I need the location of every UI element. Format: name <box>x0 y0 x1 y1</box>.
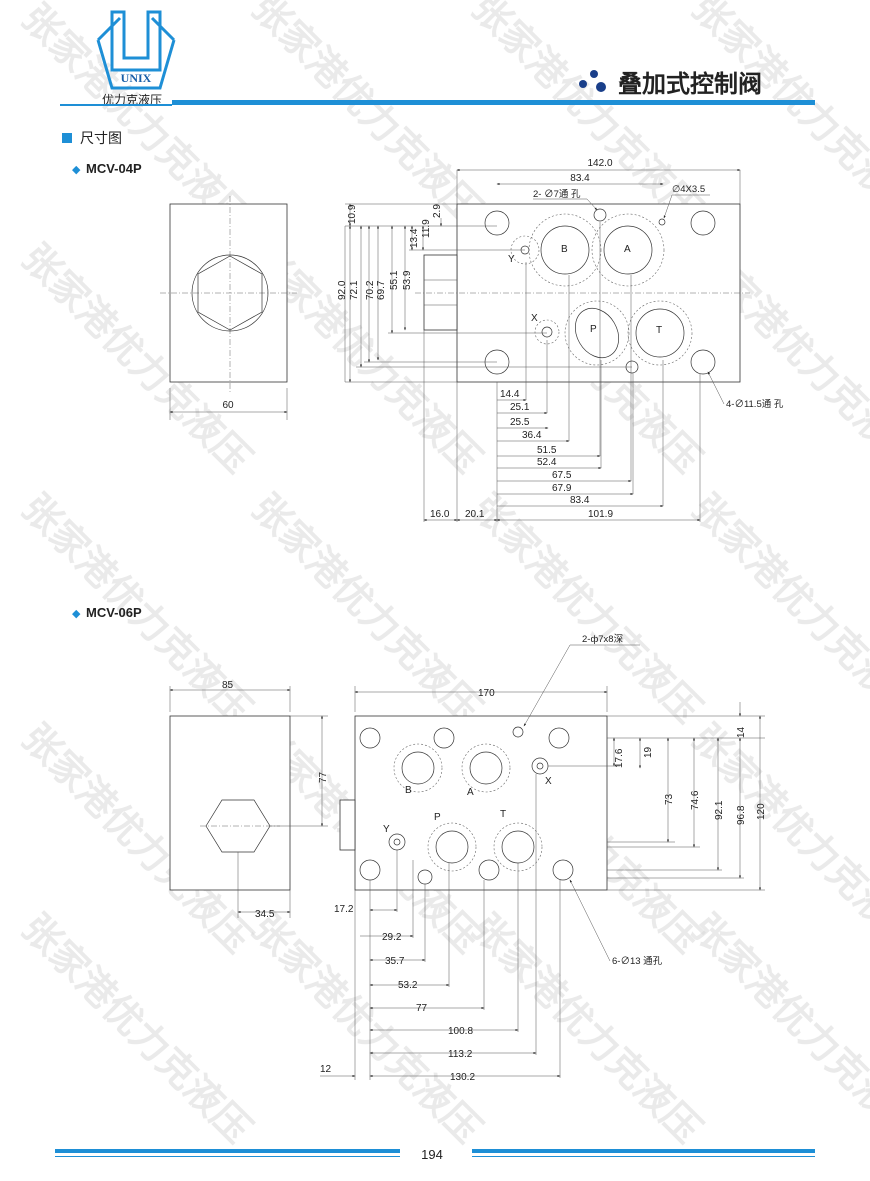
port-a: A <box>467 787 474 798</box>
port-b: B <box>405 785 412 796</box>
dim-72-1: 72.1 <box>349 280 360 300</box>
dim-142: 142.0 <box>587 158 612 169</box>
watermark: 张家港优力克液压 <box>244 487 489 732</box>
dim-69-7: 69.7 <box>376 280 387 300</box>
company-name: 优力克液压 <box>102 92 162 107</box>
dim-13-4: 13.4 <box>409 228 420 248</box>
port-p: P <box>434 812 441 823</box>
note-6-holes: 6-∅13 通孔 <box>612 956 663 967</box>
footer-rule-right <box>472 1149 815 1153</box>
dim-67-5: 67.5 <box>552 470 572 481</box>
port-x: X <box>545 776 552 787</box>
dim-2-9: 2.9 <box>432 204 443 218</box>
dim-83-4: 83.4 <box>570 495 590 506</box>
dim-53-2: 53.2 <box>398 980 418 991</box>
dim-36-4: 36.4 <box>522 430 542 441</box>
model-label-04p: MCV-04P <box>86 161 142 176</box>
footer: 194 <box>55 1147 815 1162</box>
watermark: 张家港优力克液压 <box>464 487 709 732</box>
dim-29-2: 29.2 <box>382 932 402 943</box>
port-y: Y <box>508 254 515 265</box>
note-pin-holes: 2-ф7x8深 <box>582 634 624 645</box>
port-p: P <box>590 324 597 335</box>
dim-96-8: 96.8 <box>736 805 747 825</box>
note-4-holes: 4-∅11.5通 孔 <box>726 399 784 410</box>
page-number: 194 <box>421 1147 443 1162</box>
port-y: Y <box>383 824 390 835</box>
dim-70-2: 70.2 <box>365 280 376 300</box>
dim-100-8: 100.8 <box>448 1026 473 1037</box>
dim-19: 19 <box>643 746 654 758</box>
dim-53-9: 53.9 <box>402 270 413 290</box>
dim-14: 14 <box>736 726 747 738</box>
diamond-icon: ◆ <box>72 608 81 620</box>
header: UNIX 优力克液压 叠加式控制阀 <box>60 10 815 107</box>
section-bullet-icon <box>62 133 72 143</box>
diamond-icon: ◆ <box>72 164 81 176</box>
brand-logo-text: UNIX <box>121 71 152 85</box>
dim-92-1: 92.1 <box>714 800 725 820</box>
mcv04p-drawing: 60 Y B A X P T 142.0 83.4 2- ∅7通 孔 ∅4X3.… <box>160 158 784 522</box>
dim-85: 85 <box>222 680 234 691</box>
dim-77-side: 77 <box>318 771 329 783</box>
dim-52-4: 52.4 <box>537 457 557 468</box>
mcv06p-drawing: 85 77 34.5 B A X Y P T 170 2-ф7x8深 6-∅13… <box>169 634 767 1083</box>
dim-25-1: 25.1 <box>510 402 530 413</box>
dim-67-9: 67.9 <box>552 483 572 494</box>
top-view-body <box>456 203 741 383</box>
unix-logo: UNIX <box>96 10 176 90</box>
watermark: 张家港优力克液压 <box>244 0 489 231</box>
header-rule-left <box>60 104 172 106</box>
dim-113-2: 113.2 <box>448 1049 473 1060</box>
dim-130-2: 130.2 <box>450 1072 475 1083</box>
dim-77: 77 <box>416 1003 428 1014</box>
hex-nut <box>191 254 269 332</box>
dim-83-4-top: 83.4 <box>570 173 590 184</box>
page-title: 叠加式控制阀 <box>618 70 762 98</box>
section-title: 尺寸图 <box>80 130 122 146</box>
dim-16: 16.0 <box>430 509 450 520</box>
dim-35-7: 35.7 <box>385 956 405 967</box>
dim-34-5: 34.5 <box>255 909 275 920</box>
dim-17-6: 17.6 <box>614 748 625 768</box>
dim-20-1: 20.1 <box>465 509 485 520</box>
dim-60: 60 <box>222 400 234 411</box>
dim-51-5: 51.5 <box>537 445 557 456</box>
dim-17-2: 17.2 <box>334 904 354 915</box>
dim-12: 12 <box>320 1064 332 1075</box>
dim-73: 73 <box>664 793 675 805</box>
dim-92: 92.0 <box>337 280 348 300</box>
dim-11-9: 11.9 <box>421 219 432 238</box>
dim-101-9: 101.9 <box>588 509 613 520</box>
title-dots-icon <box>579 70 606 92</box>
port-x: X <box>531 313 538 324</box>
note-2-holes: 2- ∅7通 孔 <box>533 189 581 200</box>
dim-55-1: 55.1 <box>389 270 400 290</box>
dim-74-6: 74.6 <box>690 790 701 810</box>
watermark: 张家港优力克液压 <box>684 0 870 231</box>
footer-rule-left <box>55 1149 400 1153</box>
note-pin: ∅4X3.5 <box>672 184 705 195</box>
watermark: 张家港优力克液压 <box>684 487 870 732</box>
port-t: T <box>656 325 662 336</box>
model-label-06p: MCV-06P <box>86 605 142 620</box>
watermark: 张家港优力克液压 <box>684 907 870 1152</box>
port-a: A <box>624 244 631 255</box>
port-b: B <box>561 244 568 255</box>
dim-120: 120 <box>756 803 767 820</box>
dim-10-9: 10.9 <box>347 204 358 224</box>
watermark-layer: 张家港优力克液压 张家港优力克液压 张家港优力克液压 张家港优力克液压 张家港优… <box>14 0 870 1151</box>
dim-14-4: 14.4 <box>500 389 520 400</box>
dim-25-5: 25.5 <box>510 417 530 428</box>
dim-170: 170 <box>478 688 495 699</box>
header-rule <box>172 100 815 105</box>
port-t: T <box>500 809 506 820</box>
